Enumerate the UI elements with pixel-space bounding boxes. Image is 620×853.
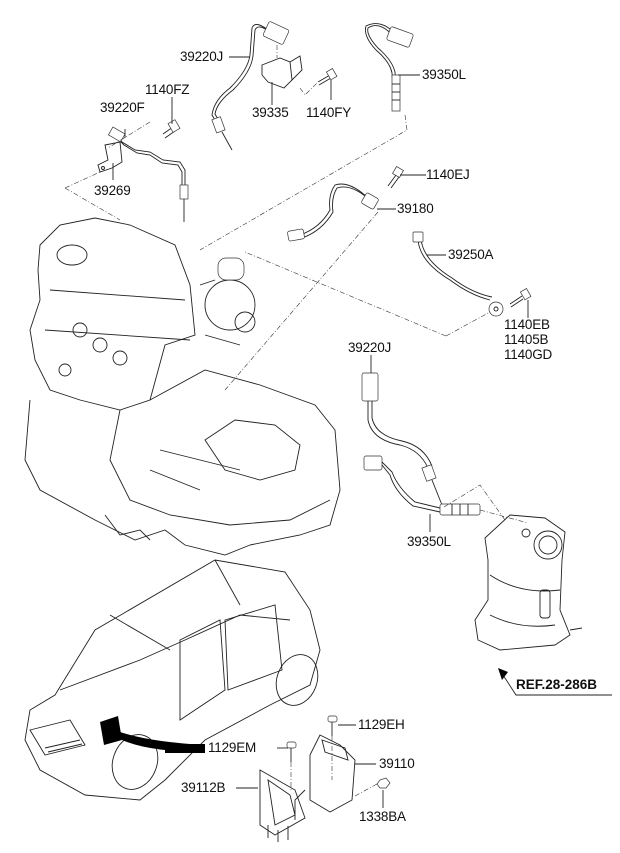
part-label-1140fz[interactable]: 1140FZ bbox=[145, 82, 190, 97]
bolt-1140fz bbox=[162, 119, 181, 139]
bolt-1140fy bbox=[317, 68, 338, 86]
part-label-1140ej[interactable]: 1140EJ bbox=[426, 167, 470, 182]
part-label-1140fy[interactable]: 1140FY bbox=[306, 105, 352, 120]
reference-label[interactable]: REF.28-286B bbox=[516, 677, 598, 692]
catalytic-converter bbox=[474, 514, 583, 651]
part-label-39220j-mid[interactable]: 39220J bbox=[348, 340, 392, 355]
oxygen-sensor-39350l-top bbox=[365, 23, 414, 112]
bracket-39269 bbox=[97, 141, 123, 173]
part-label-1140gd[interactable]: 1140GD bbox=[504, 347, 553, 362]
engine-assembly bbox=[24, 217, 341, 556]
part-label-39350l-top[interactable]: 39350L bbox=[422, 67, 466, 82]
egt-sensor-39220j-mid bbox=[361, 372, 443, 506]
bolt-1140eb bbox=[509, 288, 532, 308]
oxygen-sensor-39350l-mid bbox=[363, 455, 481, 516]
part-label-39220f[interactable]: 39220F bbox=[100, 100, 145, 115]
part-label-11405b[interactable]: 11405B bbox=[504, 332, 549, 347]
part-label-39110[interactable]: 39110 bbox=[379, 756, 415, 771]
bolt-1140ej bbox=[387, 166, 404, 189]
nut-1338ba bbox=[354, 777, 391, 797]
part-label-1129em[interactable]: 1129EM bbox=[208, 740, 257, 755]
turbocharger bbox=[199, 257, 256, 346]
bracket-39335 bbox=[261, 45, 303, 89]
part-label-1338ba[interactable]: 1338BA bbox=[359, 809, 406, 824]
leader-lines bbox=[112, 56, 529, 808]
egt-sensor-39220j-top bbox=[211, 21, 290, 151]
reference-arrow bbox=[498, 668, 612, 696]
egt-sensor-39220f bbox=[107, 126, 189, 222]
part-label-1140eb[interactable]: 1140EB bbox=[504, 317, 550, 332]
crank-sensor-39180 bbox=[287, 183, 379, 242]
ecu-bracket-39112b bbox=[259, 769, 306, 842]
part-label-39180[interactable]: 39180 bbox=[397, 201, 434, 216]
part-label-1129eh[interactable]: 1129EH bbox=[358, 717, 405, 732]
part-label-39220j-top[interactable]: 39220J bbox=[180, 49, 224, 64]
bolt-1129em bbox=[286, 741, 297, 790]
part-label-39112b[interactable]: 39112B bbox=[181, 780, 226, 795]
part-label-39350l-mid[interactable]: 39350L bbox=[407, 534, 451, 549]
part-label-39335[interactable]: 39335 bbox=[252, 105, 289, 120]
ecu-module-39110 bbox=[294, 734, 356, 820]
knock-sensor-39250a bbox=[412, 231, 504, 317]
vehicle bbox=[24, 559, 321, 801]
part-label-39250a[interactable]: 39250A bbox=[448, 247, 494, 262]
bolt-1129eh bbox=[327, 715, 338, 780]
part-label-39269[interactable]: 39269 bbox=[94, 183, 131, 198]
